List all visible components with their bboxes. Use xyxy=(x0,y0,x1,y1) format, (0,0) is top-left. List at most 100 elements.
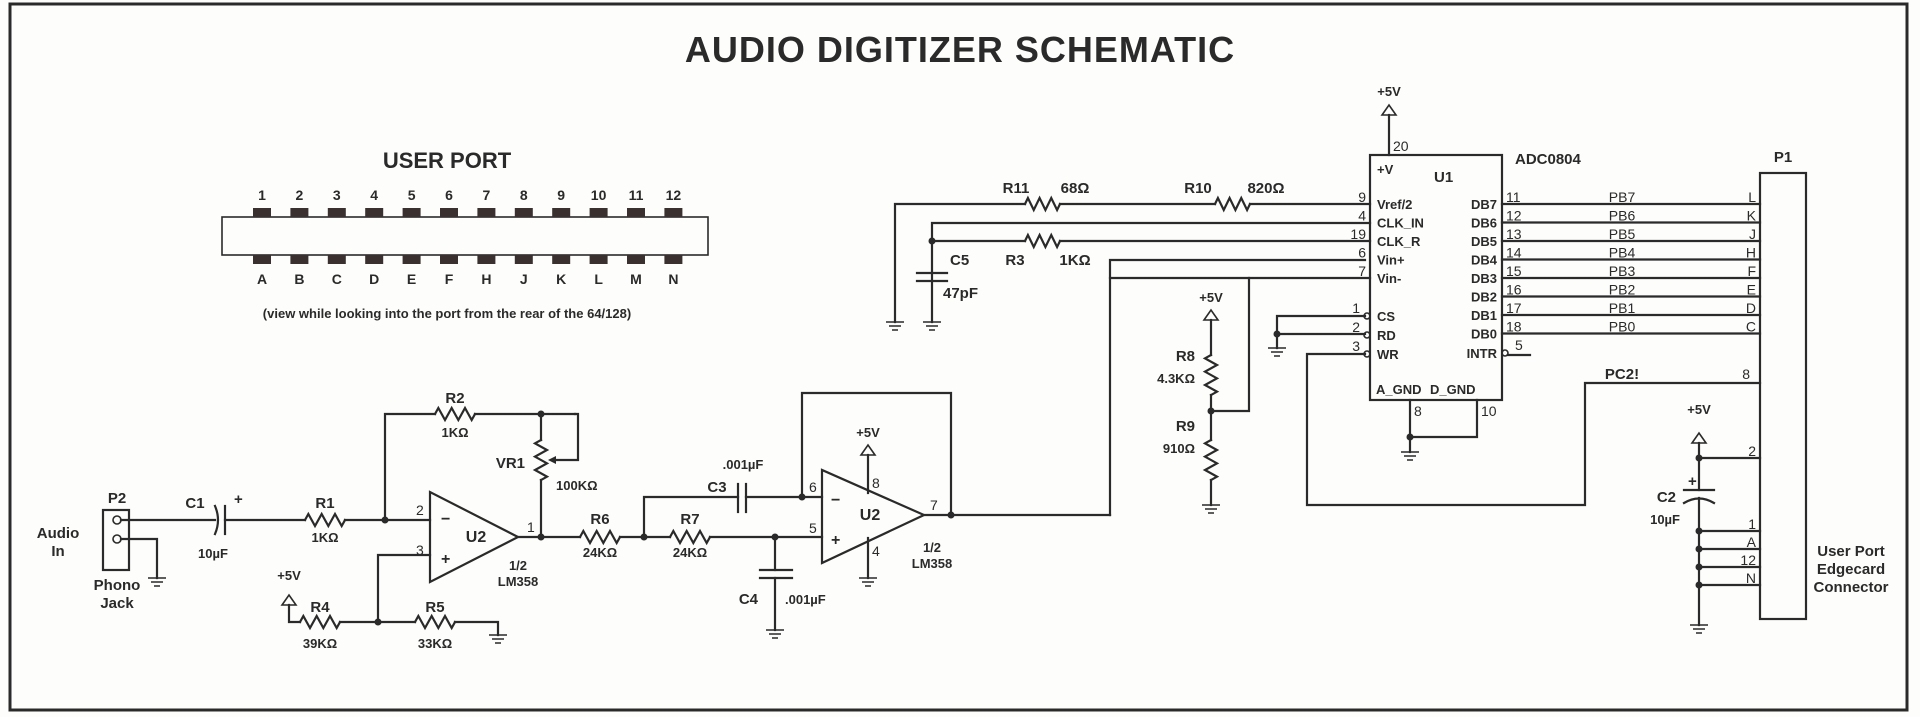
user-port-top-tab xyxy=(365,208,384,217)
port-net-label: PB2 xyxy=(1609,282,1636,298)
pc2-net: PC2! xyxy=(1605,366,1639,383)
opamp1-pin-noninv: 3 xyxy=(416,542,424,558)
r3-ref: R3 xyxy=(1005,252,1024,269)
c2-value: 10µF xyxy=(1650,512,1680,527)
audio-in-label-1: Audio xyxy=(37,525,80,542)
frame-border xyxy=(8,2,1909,712)
r11-ref: R11 xyxy=(1003,180,1030,197)
user-port-top-pin-label: 8 xyxy=(520,187,528,203)
port-net-label: PB6 xyxy=(1609,208,1636,224)
user-port-top-pin-label: 6 xyxy=(445,187,453,203)
port-net-label: PB4 xyxy=(1609,245,1636,261)
r8-ref: R8 xyxy=(1176,348,1195,365)
edge-pin-label: A xyxy=(1747,534,1757,550)
c2-polarity: + xyxy=(1688,473,1697,490)
junction-dot xyxy=(1695,581,1703,589)
c4-ref: C4 xyxy=(739,591,759,608)
user-port-top-tab xyxy=(627,208,645,217)
port-net-label: PB7 xyxy=(1609,189,1636,205)
adc-db-name: DB4 xyxy=(1471,253,1498,268)
opamp2-pin-out: 7 xyxy=(930,497,938,513)
user-port-top-pin-label: 11 xyxy=(629,187,644,203)
resistor-icon xyxy=(1023,195,1062,213)
adc-db-pin: 16 xyxy=(1506,282,1522,298)
user-port-top-tab xyxy=(440,208,458,217)
user-port-bottom-pin-label: F xyxy=(445,271,454,287)
filter-stage: R6 24KΩ R7 24KΩ C3 .001µF C4 .001µF 6 5 … xyxy=(578,258,1367,632)
user-port-note: (view while looking into the port from t… xyxy=(263,306,631,321)
user-port-top-pin-label: 5 xyxy=(408,187,416,203)
user-port-top-pin-label: 3 xyxy=(333,187,341,203)
r8-supply-arrow-icon xyxy=(1202,308,1220,321)
adc-supply-arrow-icon xyxy=(1380,103,1398,116)
adc-db-pin: 12 xyxy=(1506,208,1522,224)
r7-value: 24KΩ xyxy=(673,545,707,560)
opamp1-plus: + xyxy=(441,551,450,568)
user-port-bottom-tab xyxy=(440,255,458,264)
r1-ref: R1 xyxy=(315,495,334,512)
adc-ctrl-pin-number: 1 xyxy=(1352,300,1360,316)
r4-value: 39KΩ xyxy=(303,636,337,651)
user-port-heading: USER PORT xyxy=(383,148,512,173)
adc-left-pin-name: CLK_R xyxy=(1377,234,1421,249)
c1-plate-curved xyxy=(213,504,220,536)
c2-ref: C2 xyxy=(1657,489,1676,506)
user-port-bottom-pin-label: B xyxy=(294,271,304,287)
r2-ref: R2 xyxy=(445,390,464,407)
user-port-bottom-tab xyxy=(552,255,571,264)
edge-pin-label: L xyxy=(1748,189,1756,205)
resistor-icon xyxy=(668,528,712,546)
r6-value: 24KΩ xyxy=(583,545,617,560)
resistor-icon xyxy=(303,511,347,529)
c5-value: 47pF xyxy=(943,285,978,302)
adc-db-pin: 11 xyxy=(1506,189,1521,205)
adc-supply-label: +5V xyxy=(1377,84,1401,99)
r11-value: 68Ω xyxy=(1061,180,1090,197)
adc-intr-pin: 5 xyxy=(1515,337,1523,353)
user-port-top-tab xyxy=(589,208,608,217)
user-port-top-tab xyxy=(327,208,346,217)
opamp2-supply-label: +5V xyxy=(856,425,880,440)
adc-db-name: DB7 xyxy=(1471,197,1497,212)
opamp1-part-1: 1/2 xyxy=(509,558,527,573)
port-net-label: PB3 xyxy=(1609,263,1636,279)
adc-db-name: DB5 xyxy=(1471,234,1497,249)
edge-pin-label: 12 xyxy=(1740,552,1756,568)
r6-ref: R6 xyxy=(590,511,609,528)
port-net-label: PB5 xyxy=(1609,226,1636,242)
user-port-bottom-tab xyxy=(664,255,683,264)
opamp2-triangle xyxy=(820,468,927,565)
adc-left-pin-number: 6 xyxy=(1358,245,1366,261)
resistor-icon xyxy=(413,613,457,631)
ground-icon xyxy=(1690,624,1708,634)
phono-label-1: Phono xyxy=(94,577,141,594)
adc-left-pin-name: Vref/2 xyxy=(1377,197,1412,212)
user-port-bottom-pin-label: K xyxy=(556,271,566,287)
adc-left-pin-name: Vin- xyxy=(1377,271,1401,286)
adc-agnd-pin: 8 xyxy=(1414,403,1422,419)
ground-icon xyxy=(148,577,166,587)
user-port-top-pin-label: 2 xyxy=(296,187,304,203)
adc-reference-network: R11 68Ω R10 820Ω R3 1KΩ C5 47pF +5V R8 4… xyxy=(893,180,1762,507)
opamp1-part-2: LM358 xyxy=(498,574,538,589)
opamp2-pin-gnd: 4 xyxy=(872,543,880,559)
opamp2-part-1: 1/2 xyxy=(923,540,941,555)
adc-agnd-name: A_GND xyxy=(1376,382,1422,397)
r8-supply-label: +5V xyxy=(1199,290,1223,305)
c1-polarity: + xyxy=(234,491,243,508)
adc-db-name: DB6 xyxy=(1471,216,1497,231)
user-port-bottom-pin-label: C xyxy=(332,271,342,287)
r10-value: 820Ω xyxy=(1247,180,1284,197)
c1-ref: C1 xyxy=(185,495,204,512)
adc-intr-name: INTR xyxy=(1467,346,1498,361)
user-port-bottom-pin-label: J xyxy=(520,271,528,287)
adc-db-pin: 14 xyxy=(1506,245,1522,261)
active-low-bubble-icon xyxy=(1363,331,1371,339)
r5-value: 33KΩ xyxy=(418,636,452,651)
c2-supply-arrow-icon xyxy=(1690,431,1708,444)
edge-name-3: Connector xyxy=(1814,579,1889,596)
user-port-top-pin-label: 4 xyxy=(370,187,378,203)
vr1-value: 100KΩ xyxy=(556,478,598,493)
